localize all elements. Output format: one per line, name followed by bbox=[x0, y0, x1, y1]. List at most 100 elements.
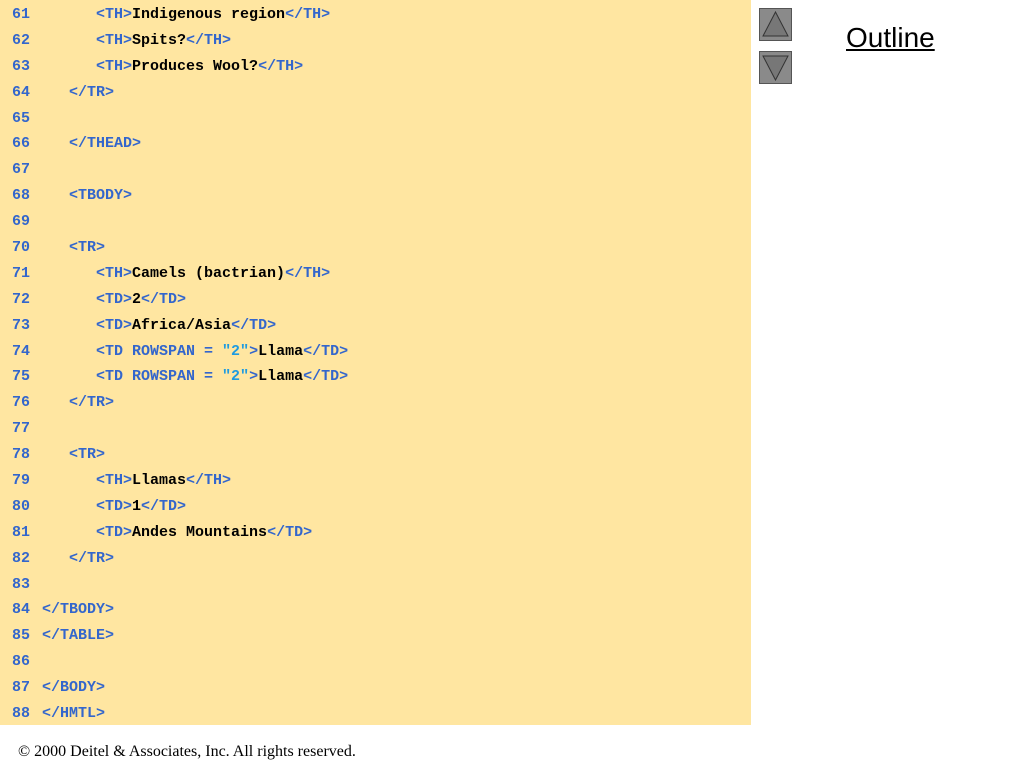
code-text: 1 bbox=[132, 497, 142, 515]
code-line: 75 <TD ROWSPAN = "2">Llama</TD> bbox=[0, 364, 348, 390]
copyright-notice: © 2000 Deitel & Associates, Inc. All rig… bbox=[18, 743, 356, 760]
code-tag: </TD> bbox=[231, 316, 277, 334]
code-line: 86 bbox=[0, 649, 348, 675]
code-text bbox=[42, 265, 96, 282]
code-line: 68 <TBODY> bbox=[0, 183, 348, 209]
line-number: 61 bbox=[12, 6, 31, 23]
code-text bbox=[42, 291, 96, 308]
code-line: 81 <TD>Andes Mountains</TD> bbox=[0, 520, 348, 546]
line-number: 88 bbox=[12, 705, 31, 723]
line-number: 66 bbox=[12, 135, 31, 153]
code-tag: <TD> bbox=[96, 523, 133, 541]
code-tag: </TD> bbox=[303, 368, 349, 386]
code-line: 83 bbox=[0, 572, 348, 598]
line-number: 65 bbox=[12, 109, 31, 127]
code-text bbox=[42, 550, 69, 567]
code-text: Andes Mountains bbox=[132, 523, 268, 541]
line-number: 84 bbox=[12, 601, 31, 619]
code-line: 85</TABLE> bbox=[0, 623, 348, 649]
code-tag: <TR> bbox=[69, 446, 106, 464]
code-tag: </TD> bbox=[267, 523, 313, 541]
line-number: 81 bbox=[12, 523, 31, 541]
code-text: Spits? bbox=[132, 31, 187, 49]
code-line: 76 </TR> bbox=[0, 390, 348, 416]
code-text: Camels (bactrian) bbox=[132, 264, 286, 282]
code-tag: </TH> bbox=[285, 264, 331, 282]
code-tag: <TD> bbox=[96, 316, 133, 334]
code-text bbox=[42, 135, 69, 152]
code-tag: </THEAD> bbox=[69, 135, 142, 153]
code-line: 80 <TD>1</TD> bbox=[0, 494, 348, 520]
code-tag: <TBODY> bbox=[69, 187, 133, 205]
line-number: 80 bbox=[12, 497, 31, 515]
code-line: 64 </TR> bbox=[0, 80, 348, 106]
line-number: 87 bbox=[12, 679, 31, 697]
code-text bbox=[42, 343, 96, 360]
line-number: 78 bbox=[12, 446, 31, 464]
code-tag: <TH> bbox=[96, 264, 133, 282]
code-listing-panel: 61 <TH>Indigenous region</TH>62 <TH>Spit… bbox=[0, 0, 751, 725]
code-text bbox=[42, 472, 96, 489]
code-line: 82 </TR> bbox=[0, 546, 348, 572]
code-tag: <TD> bbox=[96, 497, 133, 515]
code-text bbox=[42, 84, 69, 101]
code-tag: <TD ROWSPAN = bbox=[96, 342, 223, 360]
line-number: 71 bbox=[12, 264, 31, 282]
code-line: 84 </TBODY> bbox=[0, 597, 348, 623]
code-tag: </BODY> bbox=[42, 679, 106, 697]
outline-link[interactable]: Outline bbox=[846, 22, 935, 53]
line-number: 67 bbox=[12, 161, 31, 179]
code-text bbox=[42, 446, 69, 463]
code-text: Llama bbox=[258, 342, 304, 360]
code-text bbox=[42, 6, 96, 23]
code-tag: <TH> bbox=[96, 472, 133, 490]
line-number: 79 bbox=[12, 472, 31, 490]
line-number: 76 bbox=[12, 394, 31, 412]
line-number: 86 bbox=[12, 653, 31, 671]
code-tag: > bbox=[249, 342, 259, 360]
code-text bbox=[42, 32, 96, 49]
code-tag: </TR> bbox=[69, 549, 115, 567]
code-tag: </HMTL> bbox=[42, 705, 106, 723]
code-tag: </TD> bbox=[303, 342, 349, 360]
code-line: 79 <TH>Llamas</TH> bbox=[0, 468, 348, 494]
code-tag: </TH> bbox=[186, 472, 232, 490]
code-text bbox=[42, 524, 96, 541]
code-line: 70 <TR> bbox=[0, 235, 348, 261]
line-number: 83 bbox=[12, 575, 31, 593]
code-tag: <TR> bbox=[69, 239, 106, 257]
code-string: "2" bbox=[222, 342, 250, 360]
previous-slide-button[interactable] bbox=[759, 8, 792, 41]
code-tag: </TR> bbox=[69, 83, 115, 101]
code-text bbox=[42, 498, 96, 515]
line-number: 73 bbox=[12, 316, 31, 334]
code-tag: </TH> bbox=[285, 6, 331, 23]
code-line: 63 <TH>Produces Wool?</TH> bbox=[0, 54, 348, 80]
code-text: Indigenous region bbox=[132, 6, 286, 23]
line-number: 68 bbox=[12, 187, 31, 205]
line-number: 69 bbox=[12, 213, 31, 231]
line-number: 85 bbox=[12, 627, 31, 645]
code-line: 88 </HMTL> bbox=[0, 701, 348, 727]
code-text: Produces Wool? bbox=[132, 57, 259, 75]
code-text: 2 bbox=[132, 290, 142, 308]
code-text: Africa/Asia bbox=[132, 316, 232, 334]
code-line: 65 bbox=[0, 106, 348, 132]
code-tag: </TBODY> bbox=[42, 601, 115, 619]
code-line: 73 <TD>Africa/Asia</TD> bbox=[0, 313, 348, 339]
code-string: "2" bbox=[222, 368, 250, 386]
code-tag: <TH> bbox=[96, 57, 133, 75]
code-text: Llamas bbox=[132, 472, 187, 490]
code-line: 78 <TR> bbox=[0, 442, 348, 468]
code-tag: <TD> bbox=[96, 290, 133, 308]
code-tag: <TH> bbox=[96, 31, 133, 49]
line-number: 77 bbox=[12, 420, 31, 438]
code-line: 74 <TD ROWSPAN = "2">Llama</TD> bbox=[0, 339, 348, 365]
code-line: 66 </THEAD> bbox=[0, 131, 348, 157]
code-text bbox=[42, 317, 96, 334]
next-slide-button[interactable] bbox=[759, 51, 792, 84]
line-number: 82 bbox=[12, 549, 31, 567]
code-line: 69 bbox=[0, 209, 348, 235]
line-number: 64 bbox=[12, 83, 31, 101]
code-tag: </TR> bbox=[69, 394, 115, 412]
